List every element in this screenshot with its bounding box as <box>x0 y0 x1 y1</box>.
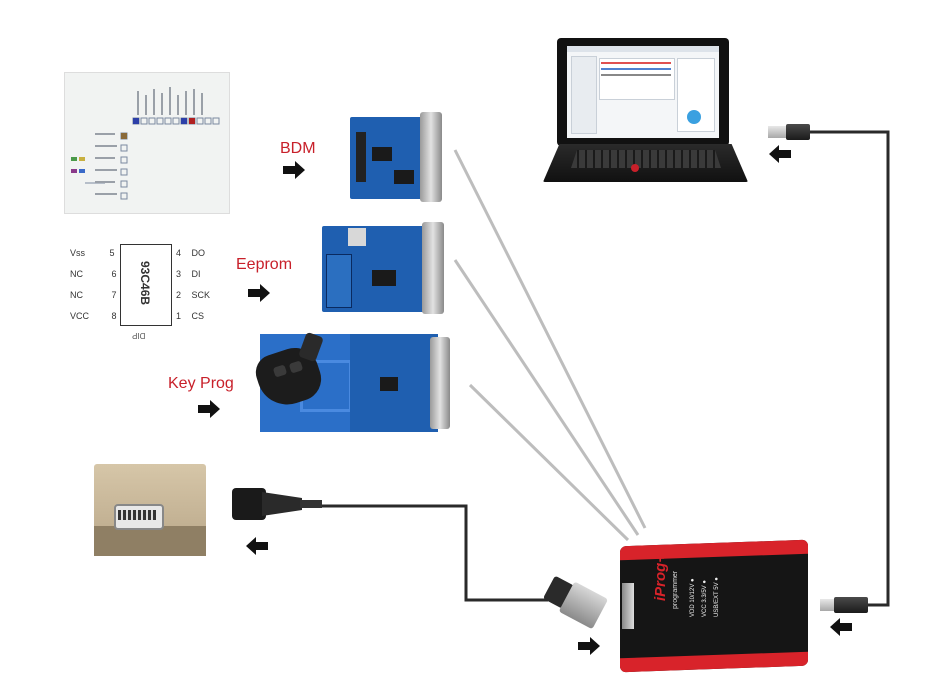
pin-left-2: NC 6 <box>70 269 117 279</box>
laptop <box>543 38 748 183</box>
db25-connector <box>420 112 442 202</box>
eeprom-chip-diagram: 93C46B DIP Vss 5 NC 6 NC 7 VCC 8 4 DO 3 … <box>70 236 220 346</box>
key-prog-label: Key Prog <box>168 375 234 392</box>
pin-name: VCC <box>70 311 90 321</box>
usb-plug-laptop <box>768 124 810 140</box>
device-led-2: VCC 3.3/5V ● <box>702 580 708 617</box>
device-led-1: VDD 10/12V ● <box>690 578 696 617</box>
obd-wire <box>318 504 548 602</box>
device-led-3: USB/EXT 5V ● <box>714 577 720 617</box>
device-port <box>622 583 634 629</box>
keyprog-cable <box>468 383 630 542</box>
pin-num: 8 <box>111 311 117 321</box>
pin-num: 5 <box>109 248 115 258</box>
device-brand: iProg+ <box>652 553 669 601</box>
pin-left-4: VCC 8 <box>70 311 117 321</box>
zif-socket <box>326 254 352 308</box>
db25-connector <box>430 337 450 429</box>
iprog-programmer: iProg+ programmer VDD 10/12V ● VCC 3.3/5… <box>620 539 808 673</box>
chip-package: DIP <box>132 331 146 340</box>
obd-port-photo <box>94 464 206 556</box>
key-prog-board <box>251 331 450 434</box>
pin-num: 2 <box>176 290 182 300</box>
pin-left-3: NC 7 <box>70 290 117 300</box>
pin-num: 4 <box>176 248 182 258</box>
laptop-screen <box>567 46 719 138</box>
chip-body <box>120 244 172 326</box>
pin-right-3: 2 SCK <box>176 290 210 300</box>
bdm-label: BDM <box>280 140 316 157</box>
bdm-adapter-board <box>350 112 445 202</box>
pin-name: SCK <box>191 290 211 300</box>
led-label: VDD 10/12V <box>690 583 696 617</box>
bdm-cable <box>453 149 647 529</box>
led-label: USB/EXT 5V <box>714 582 720 617</box>
db25-connector <box>422 222 444 314</box>
device-subtitle: programmer <box>672 570 679 609</box>
pin-name: NC <box>70 269 83 279</box>
pin-num: 1 <box>176 311 182 321</box>
usb-plug-programmer <box>820 597 868 613</box>
eeprom-adapter-board <box>322 222 447 314</box>
pin-right-2: 3 DI <box>176 269 201 279</box>
pin-num: 7 <box>111 290 117 300</box>
bdm-schematic-image <box>64 72 230 214</box>
pin-name: NC <box>70 290 83 300</box>
pin-right-4: 1 CS <box>176 311 204 321</box>
pin-name: Vss <box>70 248 86 258</box>
chip-name: 93C46B <box>138 261 152 306</box>
eeprom-label: Eeprom <box>236 256 293 273</box>
obd-connector <box>232 482 322 526</box>
pin-num: 6 <box>111 269 117 279</box>
pin-right-1: 4 DO <box>176 248 205 258</box>
pin-name: CS <box>191 311 205 321</box>
pin-left-1: Vss 5 <box>70 248 115 258</box>
pin-name: DI <box>191 269 201 279</box>
pin-num: 3 <box>176 269 182 279</box>
usb-wire <box>808 130 890 607</box>
eeprom-cable <box>453 259 640 536</box>
led-label: VCC 3.3/5V <box>702 585 708 617</box>
pin-name: DO <box>191 248 206 258</box>
